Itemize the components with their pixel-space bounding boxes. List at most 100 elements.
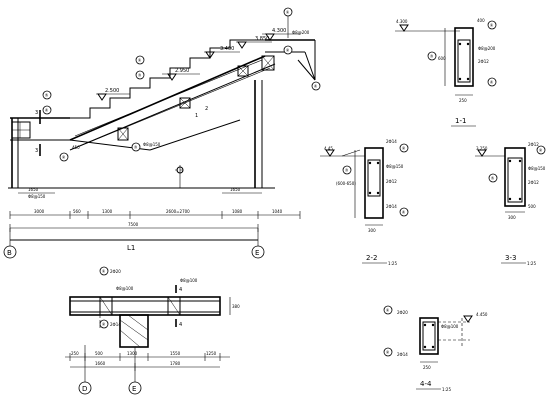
beam-dim-1780: 1780 bbox=[170, 361, 181, 366]
s1-tag-3: ③ bbox=[430, 54, 434, 59]
s2-tag-2: ② bbox=[402, 146, 406, 151]
dim-560: 560 bbox=[73, 209, 81, 214]
s1-dim-600: 600 bbox=[438, 56, 446, 61]
s3-tag-5: ⑤ bbox=[491, 176, 495, 181]
dim-3000: 3000 bbox=[34, 209, 45, 214]
section-1-1: 4.300 600 250 400 Φ8@200 2Φ12 ① ③ ④ 1-1 bbox=[395, 18, 497, 127]
section-3-3: 3.250 300 2Φ12 Φ8@150 2Φ12 500 ② ⑤ 3-3 1… bbox=[475, 142, 546, 266]
s4-bar-stirrup: Φ8@100 bbox=[441, 324, 459, 329]
s1-tag-4: ④ bbox=[490, 80, 494, 85]
s4-bar-bottom: 2Φ14 bbox=[397, 352, 408, 357]
s2-bar-stirrup: Φ8@150 bbox=[386, 164, 404, 169]
tag-4-left: ④ bbox=[45, 108, 49, 113]
rebar-note-top: Φ8@200 bbox=[292, 30, 310, 35]
s1-dim-400: 400 bbox=[477, 18, 485, 23]
beam-view: 4 4 380 ① 2Φ20 Φ8@100 Φ8@100 ② 2Φ14 250 … bbox=[65, 266, 240, 395]
elev-3850: 3.850 bbox=[255, 36, 269, 42]
dim-1650-right: 1650 bbox=[230, 187, 241, 192]
s2-elevation: 4.45 bbox=[324, 146, 333, 151]
rebar-note-mid: Φ8@150 bbox=[143, 142, 161, 147]
s3-bar-stirrup: Φ8@150 bbox=[528, 166, 546, 171]
s3-elevation: 3.250 bbox=[476, 146, 488, 151]
beam-stirrup: Φ8@100 bbox=[116, 286, 134, 291]
s4-outline bbox=[419, 317, 439, 355]
beam-dim-1250: 1250 bbox=[206, 351, 217, 356]
cut-mark-3-top: 3 bbox=[35, 110, 38, 116]
elev-3400: 3.400 bbox=[220, 46, 234, 52]
s4-tag-2: ② bbox=[386, 350, 390, 355]
elev-2500: 2.500 bbox=[105, 88, 119, 94]
stringer-bottom bbox=[69, 55, 266, 141]
s2-tag-3: ③ bbox=[345, 168, 349, 173]
s2-bar-top: 2Φ14 bbox=[386, 139, 397, 144]
beam-dim-250: 250 bbox=[71, 351, 79, 356]
beam-tag-1: ① bbox=[102, 269, 106, 274]
beam-dim-1550: 1550 bbox=[170, 351, 181, 356]
cut-mark-1: 1 bbox=[195, 113, 198, 119]
s3-scale: 1:25 bbox=[527, 261, 536, 266]
upper-cantilever bbox=[304, 51, 316, 81]
beam-bar-top: 2Φ20 bbox=[110, 269, 121, 274]
dim-1040: 1040 bbox=[272, 209, 283, 214]
s2-bar-bottom: 2Φ14 bbox=[386, 204, 397, 209]
s1-outline bbox=[454, 27, 474, 87]
dim-1080: 1080 bbox=[232, 209, 243, 214]
dim-total-7500: 7500 bbox=[128, 222, 139, 227]
s1-tag-1: ① bbox=[490, 23, 494, 28]
tag-2-bottom: ② bbox=[62, 155, 66, 160]
s4-tag-1: ① bbox=[386, 308, 390, 313]
main-tags: ① ② ④ ① ③ ⑤ ④ ② ③ bbox=[42, 7, 321, 162]
label-L1: L1 bbox=[127, 244, 135, 252]
stair-elevation: 3 3 2 1 4.300 3.850 3.400 2.950 2.500 ① bbox=[8, 7, 321, 199]
axis-E-main: E bbox=[255, 249, 259, 257]
axis-B: B bbox=[7, 249, 12, 257]
main-dimension-chain: 3000 560 1300 2600=2700 1080 1040 7500 L… bbox=[3, 209, 301, 259]
dim-1300: 1300 bbox=[102, 209, 113, 214]
beam-height-380: 380 bbox=[232, 304, 240, 309]
beam-column bbox=[119, 314, 149, 348]
elev-2950: 2.950 bbox=[175, 68, 189, 74]
section-2-2: 4.45 (600-650) 300 2Φ14 Φ8@150 2Φ12 2Φ14… bbox=[320, 139, 409, 266]
s4-title: 4-4 bbox=[420, 380, 432, 388]
dim-2600: 2600=2700 bbox=[166, 209, 190, 214]
cut-mark-3-bot: 3 bbox=[35, 148, 38, 154]
s2-title: 2-2 bbox=[366, 254, 377, 262]
s1-dim-250: 250 bbox=[459, 98, 467, 103]
cut-mark-2: 2 bbox=[205, 106, 208, 112]
elevation-markers: 4.300 3.850 3.400 2.950 2.500 bbox=[96, 28, 300, 101]
beam-bar-bottom: 2Φ14 bbox=[110, 322, 121, 327]
s1-elevation: 4.300 bbox=[396, 19, 408, 24]
s2-scale: 1:25 bbox=[388, 261, 397, 266]
axis-D: D bbox=[82, 385, 87, 393]
s2-tag-4: ④ bbox=[402, 210, 406, 215]
s3-bar-top: 2Φ12 bbox=[528, 142, 539, 147]
beam-section-a bbox=[117, 127, 129, 141]
s4-bar-top: 2Φ20 bbox=[397, 310, 408, 315]
s2-dim-height: (600-650) bbox=[336, 181, 356, 186]
beam-tag-2: ② bbox=[102, 322, 106, 327]
s2-outline bbox=[364, 147, 384, 219]
s1-bar-main: 2Φ12 bbox=[478, 59, 489, 64]
s4-dim-250: 250 bbox=[423, 365, 431, 370]
tag-3-mid: ③ bbox=[138, 73, 142, 78]
beam-section-c bbox=[237, 65, 249, 77]
beam-section-d bbox=[261, 55, 275, 71]
s1-bar-stirrup: Φ8@200 bbox=[478, 46, 496, 51]
beam-cut-4-bot: 4 bbox=[179, 322, 182, 328]
s3-title: 3-3 bbox=[505, 254, 516, 262]
dim-1650-left: 1650 bbox=[28, 187, 39, 192]
beam-dim-1300: 1300 bbox=[127, 351, 138, 356]
tag-2-upper: ② bbox=[286, 48, 290, 53]
section-4-4: 4.450 2Φ20 Φ8@100 2Φ14 ① ② 250 4-4 1:25 bbox=[383, 305, 488, 392]
stringer-bottom-2 bbox=[69, 63, 276, 151]
s3-outline bbox=[504, 147, 526, 207]
dim-450: 450 bbox=[72, 145, 80, 150]
beam-dim-1660: 1660 bbox=[95, 361, 106, 366]
s2-bar-side: 2Φ12 bbox=[386, 179, 397, 184]
axis-E-beam: E bbox=[132, 385, 136, 393]
elev-4300: 4.300 bbox=[272, 28, 286, 34]
s3-bar-bottom: 2Φ12 bbox=[528, 180, 539, 185]
s4-elevation: 4.450 bbox=[476, 312, 488, 317]
beam-dim-500: 500 bbox=[95, 351, 103, 356]
